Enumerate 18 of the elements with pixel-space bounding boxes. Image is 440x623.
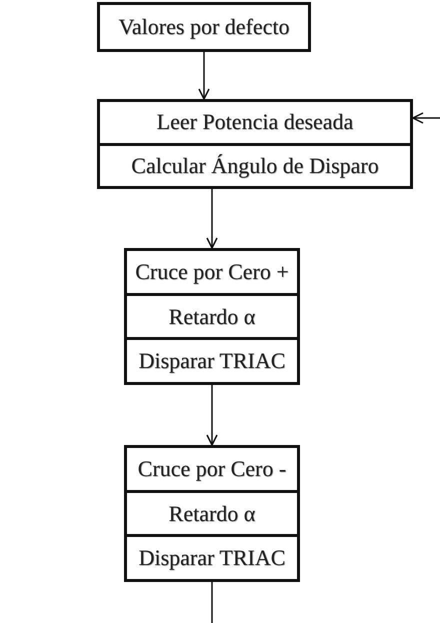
step-text: Cruce por Cero -	[138, 456, 286, 482]
step-text: Retardo α	[168, 500, 256, 526]
step-text: Calcular Ángulo de Disparo	[131, 152, 379, 179]
process-box	[97, 99, 413, 189]
process-box	[124, 248, 300, 385]
step-text: Disparar TRIAC	[138, 545, 286, 572]
arrow	[412, 112, 440, 124]
process-box	[124, 445, 300, 582]
step-text: Disparar TRIAC	[138, 348, 286, 374]
arrow	[198, 52, 210, 100]
arrow	[206, 385, 218, 446]
connector-line	[211, 582, 213, 623]
process-box	[97, 2, 311, 52]
step-text: Leer Potencia deseada	[156, 109, 354, 136]
arrow	[206, 189, 218, 249]
step-text: Retardo α	[168, 304, 256, 330]
step-text: Valores por defecto	[118, 14, 290, 40]
step-text: Cruce por Cero +	[135, 258, 289, 285]
